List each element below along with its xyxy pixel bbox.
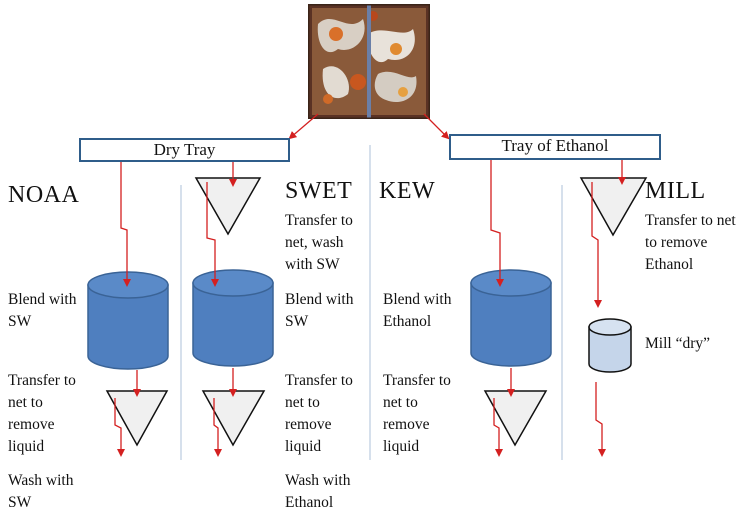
arrow-swet-net-out <box>213 398 222 457</box>
noaa-transfer-label: Transfer to net to remove liquid <box>8 372 76 455</box>
noaa-header: NOAA <box>8 182 80 208</box>
kew-transfer-label: Transfer to net to remove liquid <box>383 372 451 455</box>
noaa-blend-label: Blend with SW <box>8 291 77 330</box>
noaa-wash-label: Wash with SW <box>8 472 74 511</box>
kew-blender-icon <box>470 269 552 367</box>
noaa-net-funnel <box>105 390 169 447</box>
mill-dry-label: Mill “dry” <box>645 335 710 352</box>
mill-cup-icon <box>588 318 632 373</box>
dry-tray-box: Dry Tray <box>79 138 290 162</box>
ethanol-tray-label: Tray of Ethanol <box>501 136 609 155</box>
swet-net-funnel-bottom <box>201 390 266 447</box>
arrow-photo-to-ethanol-tray <box>423 113 450 140</box>
arrow-kew-tray-to-blender <box>490 160 504 287</box>
kew-blend-label: Blend with Ethanol <box>383 291 452 330</box>
ethanol-tray-box: Tray of Ethanol <box>449 134 661 160</box>
sample-photo-art <box>308 4 430 119</box>
swet-header: SWET <box>285 178 353 204</box>
arrow-photo-to-dry-tray <box>288 113 319 140</box>
mill-header: MILL <box>645 178 706 204</box>
sample-photo <box>308 4 430 119</box>
swet-transfer-wash-label: Transfer to net, wash with SW <box>285 212 353 273</box>
swet-wash-label: Wash with Ethanol <box>285 472 351 511</box>
swet-blender-icon <box>192 269 274 367</box>
arrow-mill-net-to-cup <box>591 182 602 308</box>
swet-net-funnel-top <box>194 177 262 236</box>
arrow-mill-out <box>595 382 606 457</box>
arrow-noaa-net-out <box>114 398 125 457</box>
swet-transfer-label: Transfer to net to remove liquid <box>285 372 353 455</box>
mill-net-funnel <box>579 177 648 237</box>
kew-net-funnel <box>483 390 548 447</box>
dry-tray-label: Dry Tray <box>153 140 216 159</box>
mill-transfer-label: Transfer to net to remove Ethanol <box>645 212 736 273</box>
arrow-noaa-tray-to-blender <box>120 162 131 287</box>
swet-blend-label: Blend with SW <box>285 291 354 330</box>
noaa-blender-icon <box>87 271 169 370</box>
arrow-swet-net-to-blender <box>206 182 219 287</box>
arrow-kew-net-out <box>493 398 503 457</box>
kew-header: KEW <box>379 178 436 204</box>
